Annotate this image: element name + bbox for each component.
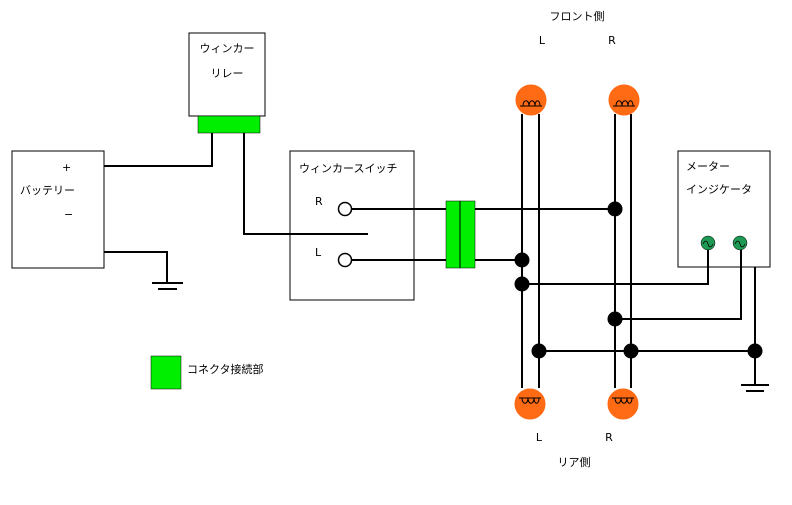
harness-connector bbox=[445, 200, 476, 269]
relay-connector bbox=[197, 115, 261, 134]
wires bbox=[104, 114, 769, 392]
rear-side-title: リア側 bbox=[558, 456, 591, 469]
switch-l-label: L bbox=[315, 246, 322, 259]
legend: コネクタ接続部 bbox=[150, 355, 264, 390]
front-lamp-left bbox=[515, 84, 547, 116]
junction-dots bbox=[514, 201, 763, 359]
switch-box bbox=[289, 150, 415, 301]
front-lamp-right bbox=[608, 84, 640, 116]
rear-lamp-right bbox=[607, 388, 639, 420]
switch-r-terminal bbox=[337, 201, 353, 217]
battery: バッテリー + − bbox=[11, 150, 105, 269]
meter-label-line1: メーター bbox=[686, 160, 730, 173]
indicator-lamp-right bbox=[732, 235, 748, 251]
switch-title: ウィンカースイッチ bbox=[299, 162, 397, 175]
legend-connector-swatch bbox=[150, 355, 182, 390]
battery-plus-label: + bbox=[62, 161, 71, 174]
rear-right-label: R bbox=[605, 431, 613, 444]
wire-battery-relay bbox=[104, 133, 213, 167]
front-left-label: L bbox=[539, 34, 546, 47]
battery-minus-label: − bbox=[64, 208, 73, 221]
wire-relay-switch bbox=[243, 133, 368, 235]
relay-label-line1: ウィンカー bbox=[200, 42, 255, 55]
legend-connector-label: コネクタ接続部 bbox=[187, 362, 264, 376]
relay-label-line2: リレー bbox=[211, 67, 244, 80]
turn-signal-switch: ウィンカースイッチ R L bbox=[289, 150, 415, 301]
switch-l-terminal bbox=[337, 252, 353, 268]
rear-left-label: L bbox=[536, 431, 543, 444]
meter-indicator: メーター インジケータ bbox=[677, 150, 771, 268]
meter-label-line2: インジケータ bbox=[686, 183, 752, 196]
blinker-relay: ウィンカー リレー bbox=[188, 32, 266, 134]
front-right-label: R bbox=[608, 34, 616, 47]
wire-battery-ground bbox=[104, 251, 168, 282]
indicator-lamp-left bbox=[700, 235, 716, 251]
front-side-title: フロント側 bbox=[550, 10, 605, 23]
rear-lamp-left bbox=[514, 388, 546, 420]
meter-box bbox=[677, 150, 771, 268]
switch-r-label: R bbox=[315, 195, 323, 208]
battery-label: バッテリー bbox=[20, 184, 75, 197]
wire-indicator-right bbox=[615, 247, 742, 320]
battery-box bbox=[11, 150, 105, 269]
relay-box bbox=[188, 32, 266, 117]
wire-indicator-left bbox=[522, 247, 709, 285]
